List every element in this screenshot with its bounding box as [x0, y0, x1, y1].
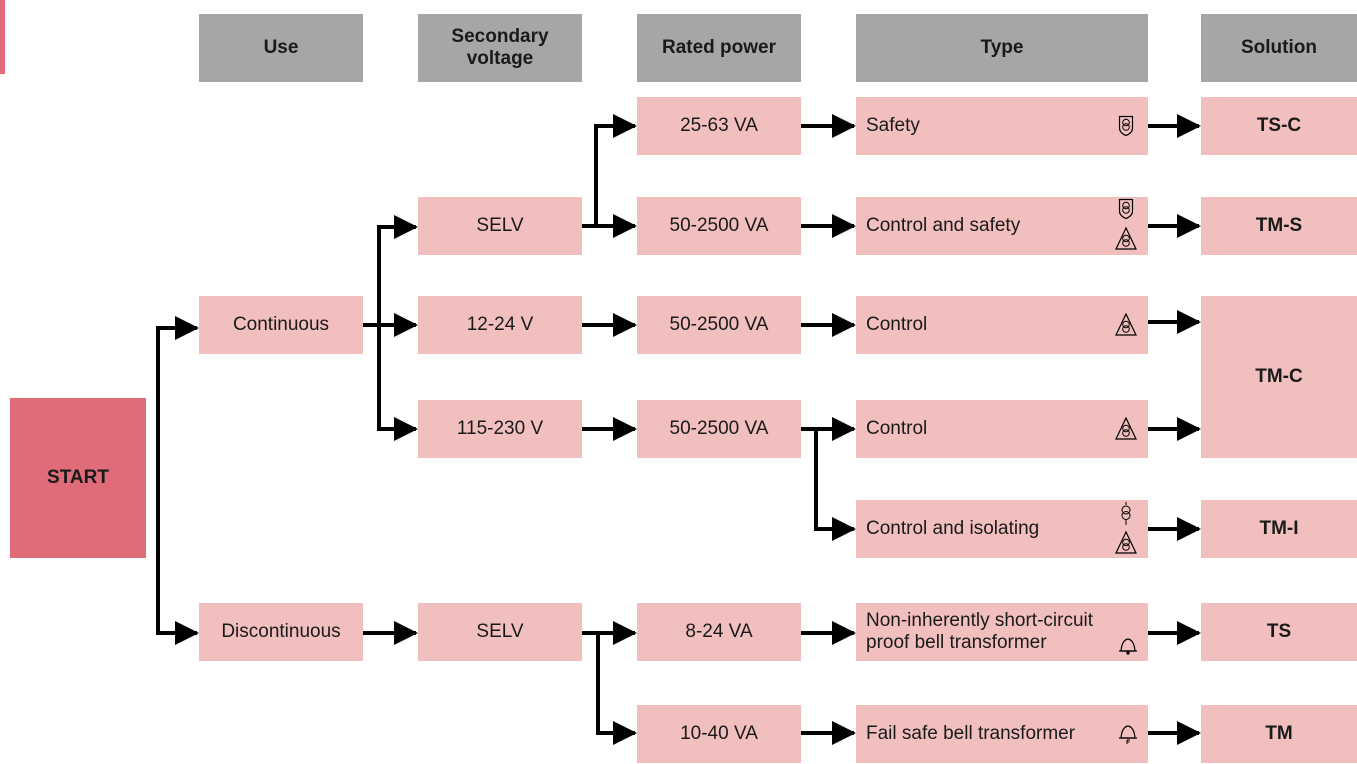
- header-secondary-voltage: Secondary voltage: [418, 14, 582, 82]
- solution-ts: TS: [1201, 603, 1357, 661]
- type-safety-label: Safety: [866, 115, 920, 136]
- header-use: Use: [199, 14, 363, 82]
- use-continuous: Continuous: [199, 296, 363, 354]
- solution-tm-c: TM-C: [1201, 296, 1357, 458]
- type-control-1: Control: [856, 296, 1148, 354]
- voltage-115-230: 115-230 V: [418, 400, 582, 458]
- solution-tm-s: TM-S: [1201, 197, 1357, 255]
- header-solution: Solution: [1201, 14, 1357, 82]
- power-10-40: 10-40 VA: [637, 705, 801, 763]
- type-control-and-safety-label: Control and safety: [866, 215, 1021, 236]
- start-node: START: [10, 398, 146, 558]
- control-transformer-icon: [1115, 417, 1137, 440]
- voltage-12-24: 12-24 V: [418, 296, 582, 354]
- header-type: Type: [856, 14, 1148, 82]
- power-50-2500-selv: 50-2500 VA: [637, 197, 801, 255]
- type-fail-safe-bell-label: Fail safe bell transformer: [866, 723, 1076, 744]
- power-50-2500-12-24: 50-2500 VA: [637, 296, 801, 354]
- power-8-24: 8-24 VA: [637, 603, 801, 661]
- fail-safe-bell-icon: [1119, 725, 1137, 744]
- header-rated-power: Rated power: [637, 14, 801, 82]
- type-control-2-label: Control: [866, 418, 928, 439]
- type-control-1-label: Control: [866, 314, 928, 335]
- power-50-2500-115-230: 50-2500 VA: [637, 400, 801, 458]
- type-control-2: Control: [856, 400, 1148, 458]
- power-25-63: 25-63 VA: [637, 97, 801, 155]
- accent-bar: [0, 0, 5, 74]
- type-fail-safe-bell: Fail safe bell transformer: [856, 705, 1148, 763]
- type-non-inherent-bell: Non-inherently short-circuit proof bell …: [856, 603, 1148, 661]
- voltage-selv-continuous: SELV: [418, 197, 582, 255]
- type-control-and-isolating: Control and isolating: [856, 500, 1148, 558]
- type-safety: Safety: [856, 97, 1148, 155]
- safety-transformer-icon: [1118, 198, 1134, 220]
- type-control-and-safety: Control and safety: [856, 197, 1148, 255]
- control-transformer-icon: [1115, 227, 1137, 250]
- control-transformer-icon: [1115, 313, 1137, 336]
- use-discontinuous: Discontinuous: [199, 603, 363, 661]
- solution-tm: TM: [1201, 705, 1357, 763]
- bell-transformer-icon: [1119, 638, 1137, 655]
- safety-transformer-icon: [1118, 115, 1134, 137]
- control-transformer-icon: [1115, 531, 1137, 554]
- solution-tm-i: TM-I: [1201, 500, 1357, 558]
- type-non-inherent-bell-label: Non-inherently short-circuit proof bell …: [866, 610, 1094, 653]
- voltage-selv-discontinuous: SELV: [418, 603, 582, 661]
- type-control-and-isolating-label: Control and isolating: [866, 518, 1040, 539]
- solution-ts-c: TS-C: [1201, 97, 1357, 155]
- isolating-transformer-icon: [1121, 502, 1131, 525]
